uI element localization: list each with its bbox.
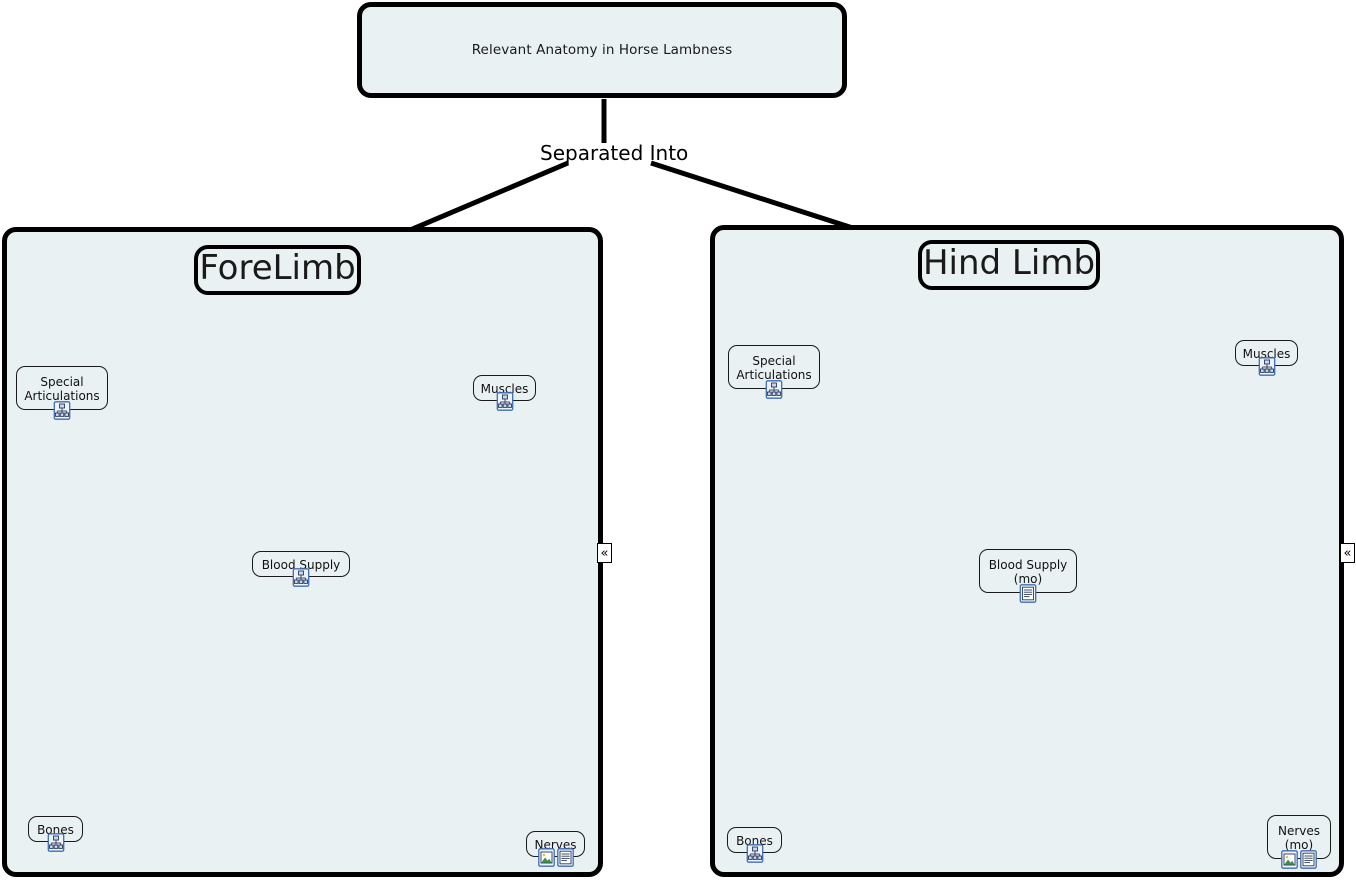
- node-label: Muscles: [1242, 346, 1291, 361]
- submap-icon[interactable]: [47, 833, 64, 852]
- node-label: Special Articulations: [24, 374, 100, 403]
- submap-icon[interactable]: [53, 401, 71, 420]
- node-forelimb-muscles[interactable]: Muscles: [473, 375, 536, 411]
- submap-icon[interactable]: [1258, 357, 1275, 376]
- node-label: Blood Supply: [261, 557, 341, 572]
- edge-label-separated-into: Separated Into: [540, 141, 689, 165]
- chevron-left-double-icon: «: [600, 545, 609, 561]
- branch-header-label: ForeLimb: [199, 248, 356, 288]
- note-icon[interactable]: [1019, 584, 1037, 603]
- chevron-left-double-icon: «: [1343, 545, 1352, 561]
- node-label: Special Articulations: [736, 353, 812, 382]
- node-hindlimb-special-articulations[interactable]: Special Articulations: [728, 345, 820, 399]
- note-icon[interactable]: [1300, 850, 1317, 869]
- branch-header-forelimb[interactable]: ForeLimb: [194, 245, 361, 295]
- node-icon-group: [292, 568, 310, 587]
- collapse-toggle-forelimb[interactable]: «: [597, 543, 612, 563]
- branch-header-hindlimb[interactable]: Hind Limb: [918, 240, 1100, 290]
- node-icon-group: [496, 392, 513, 411]
- node-label: Bones: [736, 833, 773, 848]
- root-node[interactable]: Relevant Anatomy in Horse Lambness: [357, 2, 847, 98]
- submap-icon[interactable]: [292, 568, 310, 587]
- node-icon-group: [53, 401, 71, 420]
- collapse-toggle-hindlimb[interactable]: «: [1340, 543, 1355, 563]
- submap-icon[interactable]: [746, 844, 763, 863]
- node-hindlimb-muscles[interactable]: Muscles: [1235, 340, 1298, 376]
- node-label: Bones: [37, 822, 74, 837]
- image-icon[interactable]: [537, 848, 555, 867]
- node-label: Nerves: [534, 837, 577, 852]
- node-icon-group: [1281, 850, 1317, 869]
- node-icon-group: [537, 848, 574, 867]
- node-icon-group: [746, 844, 763, 863]
- node-hindlimb-blood-supply[interactable]: Blood Supply (mo): [979, 549, 1077, 603]
- note-icon[interactable]: [556, 848, 574, 867]
- submap-icon[interactable]: [765, 380, 783, 399]
- node-forelimb-bones[interactable]: Bones: [28, 816, 83, 852]
- node-forelimb-special-articulations[interactable]: Special Articulations: [16, 366, 108, 420]
- node-hindlimb-bones[interactable]: Bones: [727, 827, 782, 863]
- node-forelimb-blood-supply[interactable]: Blood Supply: [252, 551, 350, 587]
- node-icon-group: [1258, 357, 1275, 376]
- branch-header-label: Hind Limb: [922, 243, 1096, 283]
- node-icon-group: [47, 833, 64, 852]
- node-icon-group: [765, 380, 783, 399]
- node-label: Nerves (mo): [1277, 823, 1321, 852]
- root-node-label: Relevant Anatomy in Horse Lambness: [471, 42, 733, 58]
- node-forelimb-nerves[interactable]: Nerves: [526, 831, 585, 867]
- node-label: Blood Supply (mo): [988, 557, 1068, 586]
- submap-icon[interactable]: [496, 392, 513, 411]
- node-label: Muscles: [480, 381, 529, 396]
- node-hindlimb-nerves[interactable]: Nerves (mo): [1267, 815, 1331, 869]
- node-icon-group: [1019, 584, 1037, 603]
- image-icon[interactable]: [1281, 850, 1298, 869]
